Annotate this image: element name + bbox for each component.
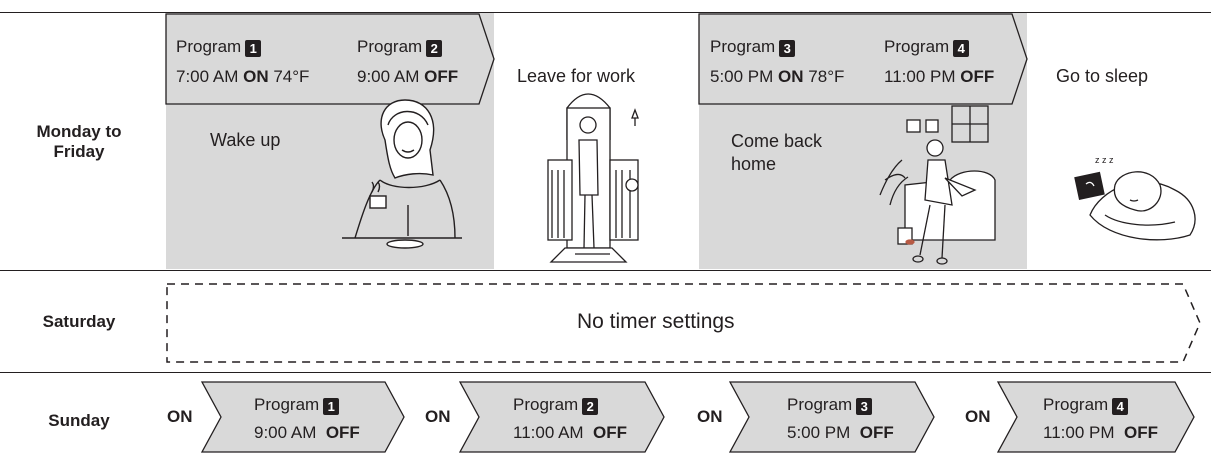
sunday-program-1-label: Program (254, 395, 319, 414)
program-box-3-4 (699, 14, 1027, 104)
program-2-state: OFF (424, 67, 458, 86)
program-3-temp: 78°F (808, 67, 844, 86)
program-1-temp: 74°F (273, 67, 309, 86)
sunday-program-4-label: Program (1043, 395, 1108, 414)
program-1-label: Program (176, 37, 241, 56)
sunday-on-2: ON (425, 407, 451, 427)
program-3-setting: 5:00 PM ON 78°F (710, 64, 844, 89)
sunday-program-4-setting: 11:00 PM OFF (1043, 420, 1158, 445)
program-3-label: Program (710, 37, 775, 56)
sunday-program-1-state: OFF (326, 423, 360, 442)
svg-text:z z z: z z z (1095, 155, 1114, 165)
sunday-on-3: ON (697, 407, 723, 427)
program-3-time: 5:00 PM (710, 67, 773, 86)
sunday-program-3-state: OFF (860, 423, 894, 442)
program-1-time: 7:00 AM (176, 67, 238, 86)
saturday-no-timer-text: No timer settings (577, 310, 735, 334)
program-2-label: Program (357, 37, 422, 56)
event-come-back-home: Come back home (731, 130, 822, 176)
sunday-program-2-time: 11:00 AM (513, 423, 584, 442)
woman-door-illustration (548, 94, 638, 262)
program-3-number: 3 (779, 40, 795, 57)
program-1-state: ON (243, 67, 269, 86)
woman-coffee-illustration (342, 100, 462, 248)
sunday-program-1-number: 1 (323, 398, 339, 415)
program-2-time: 9:00 AM (357, 67, 419, 86)
program-box-1-2 (166, 14, 494, 104)
program-1-setting: 7:00 AM ON 74°F (176, 64, 309, 89)
sunday-program-4-state: OFF (1124, 423, 1158, 442)
sunday-program-2-label: Program (513, 395, 578, 414)
woman-sleeping-illustration: z z z (1075, 155, 1195, 240)
sunday-program-2-state: OFF (593, 423, 627, 442)
sunday-program-3-time: 5:00 PM (787, 423, 850, 442)
sunday-program-2-number: 2 (582, 398, 598, 415)
sunday-program-1-time: 9:00 AM (254, 423, 316, 442)
program-4-state: OFF (960, 67, 994, 86)
sunday-program-2-setting: 11:00 AM OFF (513, 420, 627, 445)
program-4-number: 4 (953, 40, 969, 57)
sunday-program-3-number: 3 (856, 398, 872, 415)
program-4-setting: 11:00 PM OFF (884, 64, 994, 89)
sunday-program-4-number: 4 (1112, 398, 1128, 415)
program-3-state: ON (778, 67, 804, 86)
sunday-program-4-time: 11:00 PM (1043, 423, 1115, 442)
sunday-program-1-setting: 9:00 AM OFF (254, 420, 360, 445)
event-wake-up: Wake up (210, 130, 280, 151)
program-4-label: Program (884, 37, 949, 56)
program-4-time: 11:00 PM (884, 67, 956, 86)
sunday-program-3-label: Program (787, 395, 852, 414)
woman-sofa-illustration (880, 106, 995, 264)
program-1-number: 1 (245, 40, 261, 57)
program-2-number: 2 (426, 40, 442, 57)
program-2-setting: 9:00 AM OFF (357, 64, 458, 89)
sunday-on-4: ON (965, 407, 991, 427)
event-go-to-sleep: Go to sleep (1056, 66, 1148, 87)
event-leave-for-work: Leave for work (517, 66, 635, 87)
sunday-on-1: ON (167, 407, 193, 427)
sunday-program-3-setting: 5:00 PM OFF (787, 420, 894, 445)
